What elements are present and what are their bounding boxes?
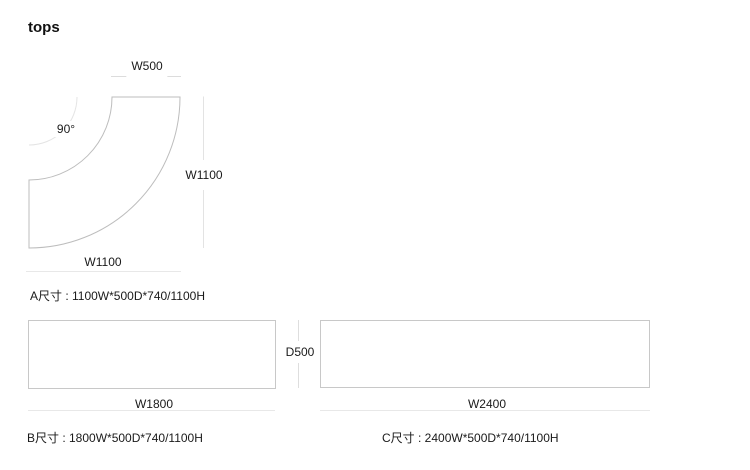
dim-label-w1100-right: W1100: [180, 160, 228, 190]
caption-size-a: A尺寸 : 1100W*500D*740/1100H: [30, 289, 205, 303]
curved-top-shape: [28, 96, 181, 249]
rect-top-b: [28, 320, 276, 389]
dim-label-w500: W500: [126, 59, 168, 79]
dim-label-w2400: W2400: [467, 397, 507, 411]
dim-label-w1100-bottom: W1100: [84, 255, 122, 269]
dim-label-d500: D500: [281, 341, 319, 363]
caption-size-b: B尺寸 : 1800W*500D*740/1100H: [27, 431, 203, 445]
rect-top-c: [320, 320, 650, 388]
dim-label-w1800: W1800: [134, 397, 174, 411]
page-title: tops: [28, 19, 60, 36]
caption-size-c: C尺寸 : 2400W*500D*740/1100H: [382, 431, 559, 445]
dim-label-angle-90: 90°: [53, 121, 79, 137]
